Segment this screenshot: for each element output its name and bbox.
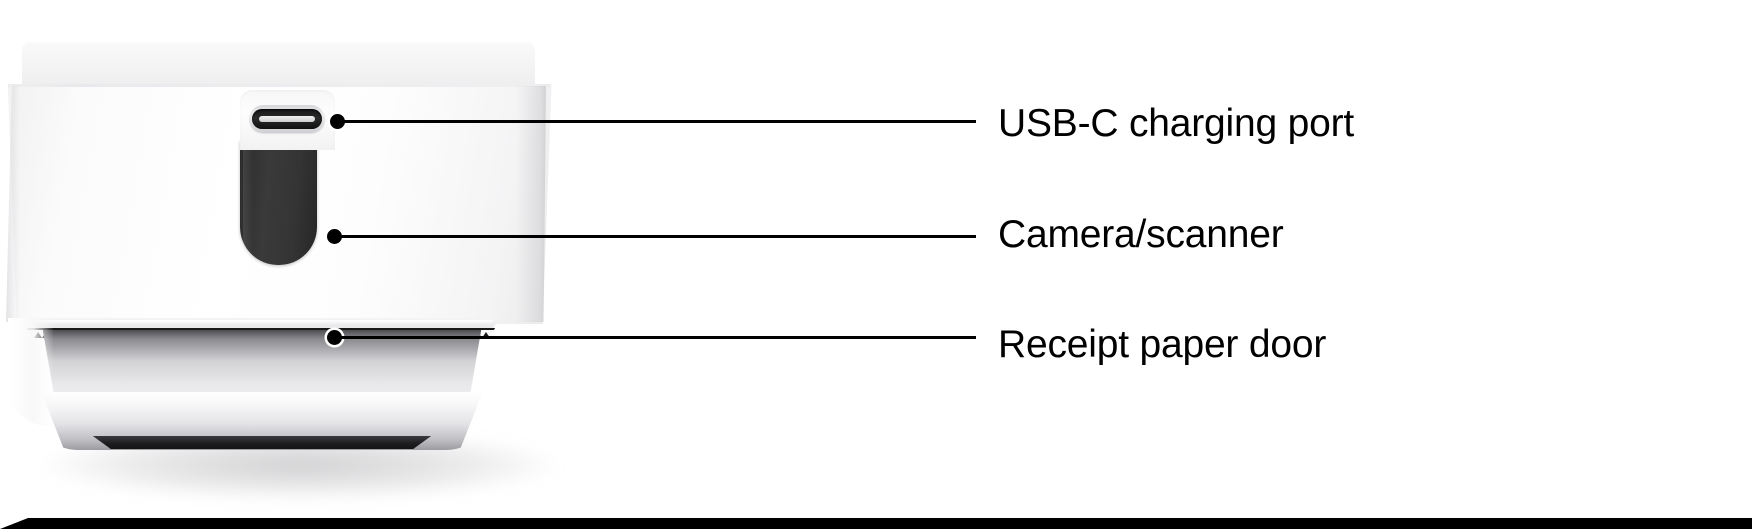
callout-dot-usb-c [330, 114, 345, 129]
top-lid-highlight [26, 41, 531, 45]
bottom-divider [0, 518, 1752, 529]
body-left-edge-shading [6, 86, 20, 322]
callout-line-usb-c [340, 120, 976, 123]
tear-bar-highlight [30, 320, 494, 326]
callout-line-paper-door [337, 336, 976, 339]
body-right-edge-shading [516, 86, 546, 322]
base-foot [92, 436, 432, 449]
top-lid [22, 41, 535, 89]
callout-label-usb-c: USB-C charging port [998, 102, 1355, 145]
device-illustration [0, 0, 620, 529]
shell-left-curve [8, 318, 54, 426]
callout-dot-camera [327, 229, 342, 244]
callout-label-camera: Camera/scanner [998, 213, 1284, 256]
callout-line-camera [337, 235, 976, 238]
usb-c-tongue [259, 116, 315, 122]
camera-scanner-strip [240, 140, 317, 265]
callout-dot-paper-door [327, 330, 342, 345]
body-seam [8, 84, 550, 87]
camera-strip-highlight [243, 142, 253, 260]
callout-label-paper-door: Receipt paper door [998, 323, 1327, 366]
